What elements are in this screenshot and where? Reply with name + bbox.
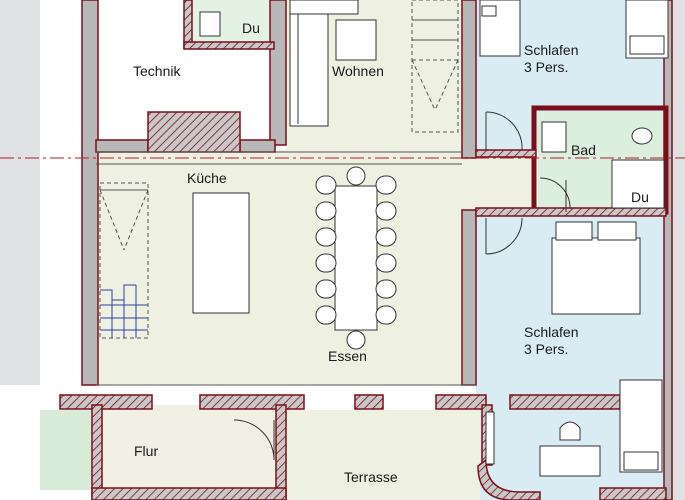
window-column-left [485,411,495,465]
wall-du-top-left [183,0,193,49]
wall-technik-right [269,0,287,146]
double-bed [551,221,641,315]
hall-floor [466,150,536,210]
facade-bottom-4 [435,394,487,410]
dining-table [334,185,378,331]
wall-flur-bottom [91,487,287,500]
room-label-schlafen-bottom-capacity: 3 Pers. [524,341,568,357]
terrasse-floor [280,410,480,500]
toilet-bad [631,127,653,145]
facade-bottom-3 [354,394,384,410]
wall-right-outer [663,0,673,500]
wall-schlafen-divider [475,207,667,217]
bed-top-right [625,0,669,59]
dining-chair-right [375,175,397,195]
kitchen-island [192,192,250,314]
garden-strip [40,410,92,490]
room-label-flur: Flur [134,443,158,459]
wall-center-right-lower [461,209,477,386]
room-label-wohnen: Wohnen [332,63,384,79]
room-label-schlafen-top-capacity: 3 Pers. [524,59,568,75]
room-label-schlafen-top: Schlafen [524,42,578,58]
door-arc-bad [539,177,571,209]
wall-schlafen-bottom-bar [599,487,667,500]
door-arc-schlafen [485,217,523,255]
wall-flur-right [275,404,287,500]
wall-left-outer [81,0,99,386]
flur-floor [100,405,280,500]
toilet-du-top [199,11,221,37]
dining-chair-right [375,279,397,299]
dining-chair-right [375,305,397,325]
room-label-terrasse: Terrasse [344,469,398,485]
niche-technik [147,111,241,153]
dining-chair-left [315,279,337,299]
coffee-table [335,19,377,61]
room-label-essen: Essen [328,348,367,364]
room-label-kueche: Küche [187,170,227,186]
kueche-essen-floor [96,150,466,385]
room-label-technik: Technik [133,63,181,79]
shower-right [611,159,665,209]
room-label-du-top: Du [242,20,260,36]
dining-chair-left [315,305,337,325]
wall-technik-bottom-left [95,139,149,153]
dining-chair-left [315,253,337,273]
bay-wall [477,458,541,500]
staircase-top [411,0,459,133]
facade-bottom-2 [199,394,305,410]
dining-chair-right [375,253,397,273]
dining-chair-head [346,166,366,186]
room-label-bad: Bad [571,142,596,158]
facade-bottom-1 [59,394,153,410]
wall-center-right [461,0,477,159]
room-label-du-right: Du [631,189,649,205]
wall-hall-divider [475,149,537,158]
dining-chair-foot [346,330,366,350]
dining-chair-left [315,201,337,221]
room-label-schlafen-bottom: Schlafen [524,324,578,340]
desk-chair [559,421,581,441]
door-arc-hall [485,111,523,151]
exterior-left-strip [0,0,40,385]
dining-chairs [315,166,397,350]
wall-du-top-bottom [183,41,275,50]
dining-chair-left [315,227,337,247]
dining-chair-right [375,227,397,247]
single-bed-bottom [619,379,663,473]
facade-bottom-5 [509,394,621,410]
exterior-right-strip [670,0,685,500]
sofa [289,0,359,127]
door-arc-flur [233,419,275,461]
dining-chair-right [375,201,397,221]
wall-technik-bottom-right [239,139,276,153]
wall-flur-left [91,404,103,500]
dining-chair-left [315,175,337,195]
sink-bad [541,121,567,153]
staircase-left [99,182,149,339]
bed-top-left [479,0,521,57]
desk [539,445,601,477]
